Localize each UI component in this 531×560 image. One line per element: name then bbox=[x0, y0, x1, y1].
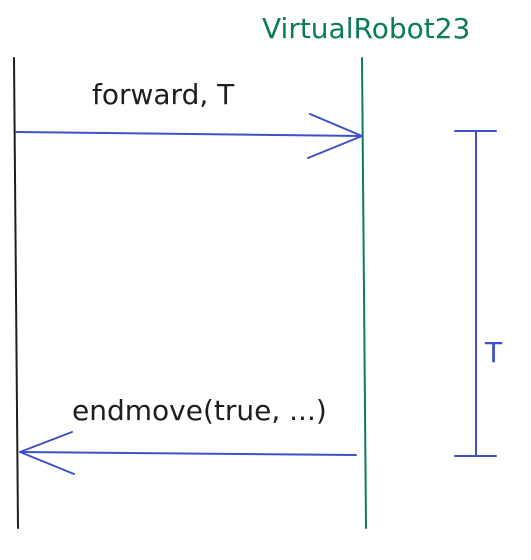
duration-label: T bbox=[484, 336, 503, 369]
message-forward-arrow bbox=[15, 113, 363, 159]
message-endmove-arrow bbox=[19, 431, 357, 475]
caller-lifeline bbox=[13, 57, 19, 529]
duration-bracket bbox=[454, 130, 497, 457]
message-forward-label: forward, T bbox=[92, 78, 235, 111]
message-endmove-label: endmove(true, ...) bbox=[72, 394, 327, 427]
participant-title: VirtualRobot23 bbox=[262, 12, 470, 45]
robot-lifeline bbox=[361, 57, 367, 529]
